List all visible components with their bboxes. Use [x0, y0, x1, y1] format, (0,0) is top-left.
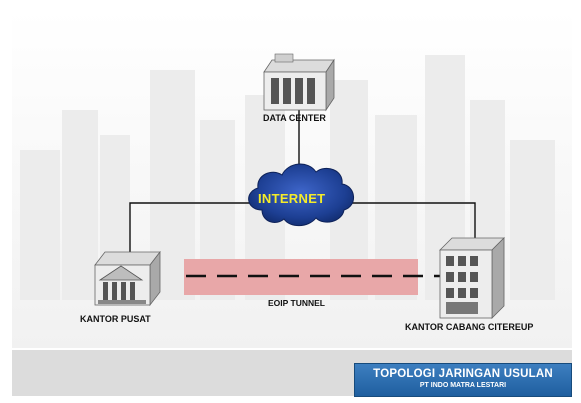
link-internet-kantor-cabang — [345, 202, 476, 240]
link-internet-kantor-pusat — [129, 202, 255, 255]
eoip-tunnel-label: EOIP TUNNEL — [268, 298, 325, 308]
internet-cloud-icon — [248, 163, 354, 227]
kantor-pusat-icon — [94, 250, 161, 307]
kantor-cabang-icon — [439, 237, 505, 319]
data-center-icon — [263, 53, 335, 112]
diagram-title: TOPOLOGI JARINGAN USULAN — [373, 368, 553, 380]
data-center-label: DATA CENTER — [263, 113, 326, 123]
title-box: TOPOLOGI JARINGAN USULAN PT INDO MATRA L… — [354, 363, 572, 397]
kantor-cabang-label: KANTOR CABANG CITEREUP — [405, 322, 534, 332]
diagram-subtitle: PT INDO MATRA LESTARI — [419, 382, 507, 389]
internet-label: INTERNET — [258, 191, 326, 206]
kantor-pusat-label: KANTOR PUSAT — [80, 314, 151, 324]
